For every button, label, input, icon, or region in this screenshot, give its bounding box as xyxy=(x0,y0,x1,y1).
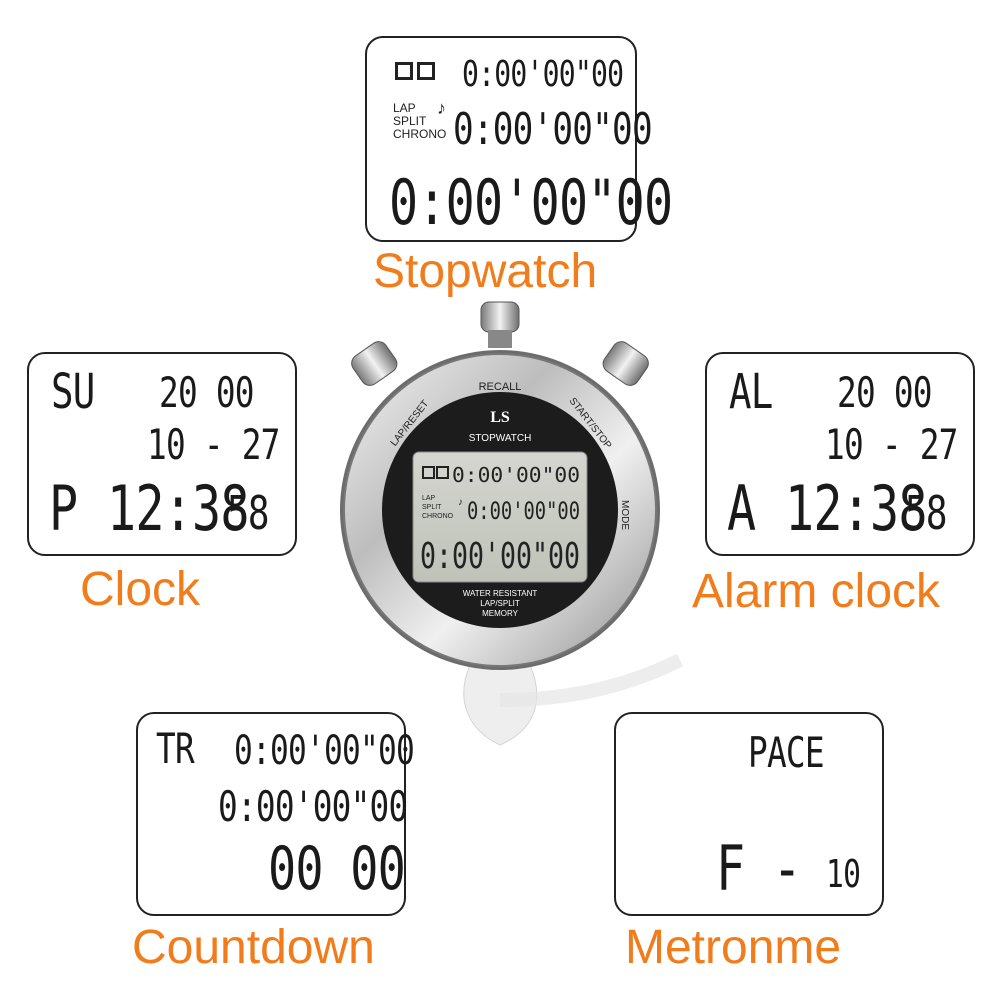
clock-time: 12:38 xyxy=(107,472,249,545)
brand-logo: LS xyxy=(490,409,510,426)
music-note-icon: ♪ xyxy=(437,98,446,118)
alarm-tag: AL xyxy=(729,364,773,420)
brand-name: STOPWATCH xyxy=(469,433,532,444)
pace-value: 10 xyxy=(826,852,861,896)
stopwatch-row1: 0:00'00"00 xyxy=(462,54,624,95)
watch-note-icon: ♪ xyxy=(458,497,463,508)
clock-caption: Clock xyxy=(80,563,201,616)
metronome-caption: Metronme xyxy=(625,921,842,974)
countdown-row3: 00 00 xyxy=(268,834,406,904)
water-resistant-label: WATER RESISTANT xyxy=(463,589,538,598)
pace-title: PACE xyxy=(748,728,825,777)
alarm-ampm: A xyxy=(727,472,756,545)
clock-display-panel: SU 20 00 10 - 27 P 12:38 58 xyxy=(27,352,297,556)
mode-label: MODE xyxy=(619,500,630,530)
segment-boxes-icon xyxy=(395,62,435,80)
top-crown-button[interactable] xyxy=(480,301,520,348)
watch-chrono-label: CHRONO xyxy=(422,513,454,520)
alarm-caption: Alarm clock xyxy=(692,565,941,618)
alarm-year: 20 00 xyxy=(837,368,933,417)
right-side-button[interactable] xyxy=(600,338,652,389)
stopwatch-caption: Stopwatch xyxy=(373,245,598,298)
recall-label: RECALL xyxy=(479,381,522,393)
split-label: SPLIT xyxy=(393,114,427,128)
stopwatch-row2: 0:00'00"00 xyxy=(453,104,653,155)
countdown-caption: Countdown xyxy=(132,921,375,974)
clock-date: 10 - 27 xyxy=(147,420,280,469)
left-side-button[interactable] xyxy=(348,338,400,389)
countdown-display-panel: TR 0:00'00"00 0:00'00"00 00 00 xyxy=(136,712,415,916)
clock-day: SU xyxy=(51,364,95,420)
memory-label: MEMORY xyxy=(482,609,519,618)
watch-lcd-row2: 0:00'00"00 xyxy=(467,497,580,525)
alarm-time: 12:38 xyxy=(785,472,927,545)
alarm-date: 10 - 27 xyxy=(825,420,958,469)
lap-label: LAP xyxy=(393,101,416,115)
pace-prefix: F - xyxy=(716,832,802,905)
clock-year: 20 00 xyxy=(159,368,255,417)
alarm-display-panel: AL 20 00 10 - 27 A 12:38 58 xyxy=(705,352,975,556)
watch-lcd xyxy=(412,451,588,583)
stopwatch-row3: 0:00'00"00 xyxy=(389,166,673,239)
watch-lcd-row3: 0:00'00"00 xyxy=(420,536,580,577)
watch-split-label: SPLIT xyxy=(422,504,442,511)
chrono-label: CHRONO xyxy=(393,127,447,141)
clock-seconds: 58 xyxy=(227,486,269,540)
alarm-seconds: 58 xyxy=(905,486,947,540)
watch-lap-label: LAP xyxy=(422,495,436,502)
countdown-row2: 0:00'00"00 xyxy=(218,782,408,831)
lcd-box-icon xyxy=(422,466,435,479)
clock-ampm: P xyxy=(49,472,78,545)
countdown-tag: TR xyxy=(156,724,195,773)
watch-lcd-row1: 0:00'00"00 xyxy=(452,463,580,487)
countdown-row1: 0:00'00"00 xyxy=(234,728,415,774)
lanyard xyxy=(463,653,684,746)
metronome-display-panel: PACE F - 10 xyxy=(614,712,884,916)
stopwatch-display-panel: 0:00'00"00 LAP SPLIT CHRONO ♪ 0:00'00"00… xyxy=(365,36,673,242)
lap-split-label: LAP/SPLIT xyxy=(480,599,520,608)
lcd-box-icon xyxy=(436,466,449,479)
